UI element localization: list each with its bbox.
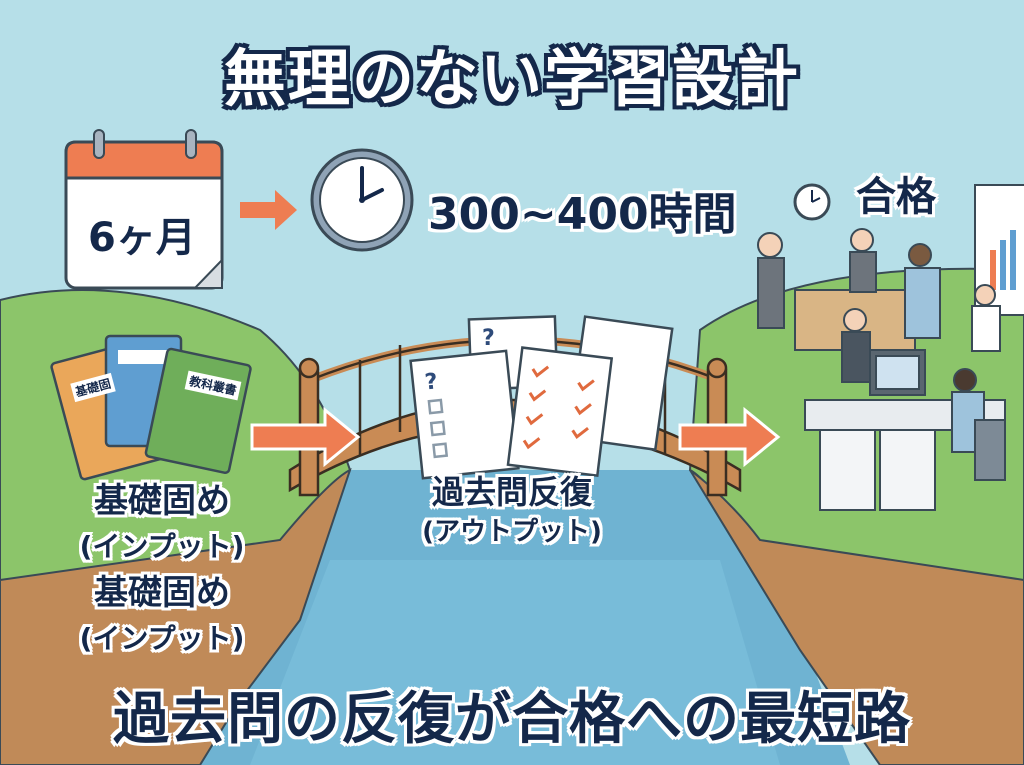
arrow-right-icon bbox=[678, 406, 781, 468]
output-stage-label: 過去問反復 (アウトプット) bbox=[392, 472, 632, 552]
exam-sheets-icon: ? ? bbox=[409, 315, 674, 480]
tagline: 過去問の反復が合格への最短路 bbox=[113, 687, 911, 752]
svg-text:?: ? bbox=[424, 369, 439, 395]
input-stage-title: 基礎固め bbox=[94, 481, 230, 521]
page-title: 無理のない学習設計 bbox=[223, 42, 800, 115]
output-stage-title: 過去問反復 bbox=[431, 473, 592, 511]
output-stage-subtitle: (アウトプット) bbox=[422, 517, 602, 547]
small-clock-icon bbox=[793, 183, 831, 221]
arrow-right-icon bbox=[250, 406, 361, 468]
input-stage-subtitle-repeat: (インプット) bbox=[79, 622, 245, 655]
clock-icon bbox=[310, 148, 414, 252]
arrow-right-icon bbox=[240, 190, 297, 230]
office-scene bbox=[757, 184, 1024, 511]
goal-label: 合格 bbox=[856, 174, 936, 220]
input-stage-title-repeat: 基礎固め bbox=[94, 573, 230, 613]
calendar-icon bbox=[64, 129, 224, 290]
left-cliff bbox=[0, 468, 352, 765]
right-cliff bbox=[689, 469, 1024, 765]
study-hours-label: 300~400時間 bbox=[428, 189, 737, 240]
svg-text:?: ? bbox=[482, 326, 495, 351]
input-stage-subtitle: (インプット) bbox=[79, 530, 245, 563]
duration-label: 6ヶ月 bbox=[88, 215, 196, 261]
input-stage-label: 基礎固め (インプット) 基礎固め (インプット) bbox=[52, 478, 272, 662]
